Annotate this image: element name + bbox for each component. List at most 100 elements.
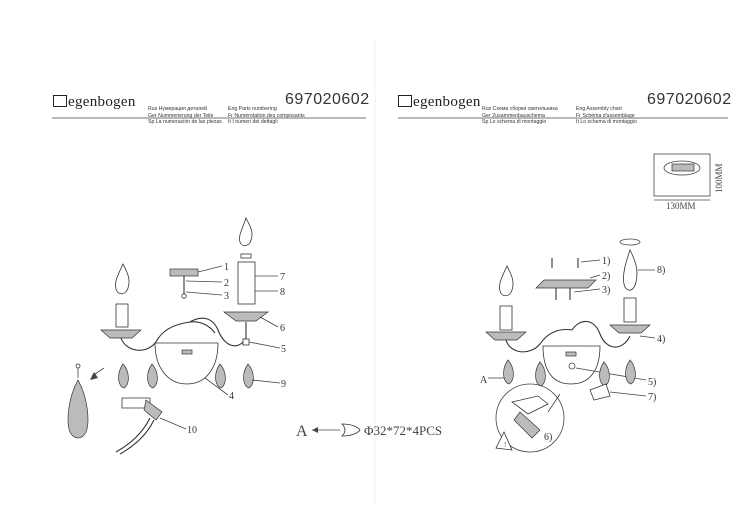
box-contents <box>663 160 701 176</box>
box-width-label: 130MM <box>666 201 696 211</box>
leader-r3 <box>573 288 601 293</box>
title-line: It Lo schema di montaggio <box>576 119 637 125</box>
title-line: Rus Нумерация деталей <box>148 106 208 112</box>
terminal-block <box>143 399 163 421</box>
leader-2 <box>185 280 223 283</box>
ground-warning-icon <box>495 431 513 451</box>
power-cable-2 <box>119 419 155 455</box>
mounting-plate-assembly <box>535 279 597 289</box>
detail-leader <box>547 393 561 413</box>
detail-marker-a: A <box>480 375 488 386</box>
power-cable <box>115 417 151 453</box>
candle-sleeve-right <box>623 297 637 323</box>
callout-r2: 2) <box>602 271 610 282</box>
crystal-drop <box>147 363 158 389</box>
title-line: It I numeri dei dettagli <box>228 119 278 125</box>
crystal-drop <box>243 363 254 389</box>
callout-r5: 5) <box>648 377 656 388</box>
spacer <box>242 338 250 346</box>
callout-r3: 3) <box>602 285 610 296</box>
crystal-drop <box>503 359 514 385</box>
title-line: Eng Assembly chart <box>576 106 622 112</box>
arm-right <box>189 317 247 347</box>
flame-bulb-top <box>239 216 253 246</box>
callout-r7: 7) <box>648 392 656 403</box>
wiring-junction <box>511 395 549 415</box>
flame-bulb-left-assembly <box>499 265 514 297</box>
leader-r4 <box>639 335 656 339</box>
brand-name-right: egenbogen <box>413 94 481 110</box>
title-column-left-b: Eng Parts numbering Fr Numérotation des … <box>228 106 305 126</box>
terminal-block-assembly <box>513 411 541 439</box>
leader-1 <box>197 265 223 273</box>
spec-arrow-icon <box>312 427 318 433</box>
title-line: Fr Schéma d'assemblage <box>576 112 635 119</box>
drip-bowl-left-assembly <box>485 331 527 341</box>
wiring-detail-circle <box>495 383 565 453</box>
flame-bulb-left <box>115 263 130 295</box>
flame-bulb-right <box>623 248 638 291</box>
leader-r1 <box>580 259 601 263</box>
callout-4: 4 <box>229 391 234 402</box>
callout-r1: 1) <box>602 256 610 267</box>
product-code-left: 697020602 <box>285 91 370 108</box>
leader-6 <box>259 316 279 328</box>
leader-5 <box>248 341 281 349</box>
spec-marker: A <box>296 423 308 440</box>
crystal-spec: A Φ32*72*4PCS <box>296 423 442 440</box>
parts-diagram <box>67 216 281 455</box>
callout-r8: 8) <box>657 265 665 276</box>
callout-6: 6 <box>280 323 285 334</box>
wall-canopy-assembly <box>542 345 601 385</box>
assembly-diagram: ! <box>485 238 656 453</box>
callout-1: 1 <box>224 262 229 273</box>
bulb-socket <box>240 253 252 259</box>
mounting-plate <box>169 268 199 277</box>
arm-left <box>120 321 216 351</box>
candle-sleeve-left-assembly <box>499 305 513 331</box>
crystal-drop <box>625 359 636 385</box>
callout-8: 8 <box>280 287 285 298</box>
title-column-left-a: Rus Нумерация деталей Ger Nummerierung d… <box>148 106 222 126</box>
callout-10: 10 <box>187 425 197 436</box>
leader-3 <box>185 291 223 296</box>
title-column-right-b: Eng Assembly chart Fr Schéma d'assemblag… <box>576 106 637 126</box>
crystal-drop-icon <box>341 423 361 437</box>
bulb-ring <box>619 238 641 246</box>
canopy-label <box>181 349 193 355</box>
box-dimension: 130MM 100MM <box>653 153 724 211</box>
drip-bowl-right <box>609 324 651 334</box>
leader-10 <box>159 417 187 430</box>
leader-r7 <box>609 391 647 397</box>
spec-text: Φ32*72*4PCS <box>364 423 442 438</box>
title-line: Rus Схема сборки светильника <box>482 106 558 112</box>
leader-4 <box>204 377 229 396</box>
callout-9: 9 <box>281 379 286 390</box>
arm-left-assembly <box>505 328 573 353</box>
candle-sleeve-left <box>115 303 129 328</box>
brand-logo-left: egenbogen <box>53 94 136 111</box>
crystal-drop <box>215 363 226 389</box>
box-height-label: 100MM <box>714 163 724 193</box>
callout-3: 3 <box>224 291 229 302</box>
canopy-knob <box>568 362 576 370</box>
callout-r6: 6) <box>544 432 552 443</box>
title-line: Eng Parts numbering <box>228 106 277 112</box>
drip-bowl-top <box>222 311 270 322</box>
title-column-right-a: Rus Схема сборки светильника Ger Zusamme… <box>482 106 558 126</box>
box-outline <box>653 153 711 197</box>
product-code-right: 697020602 <box>647 91 732 108</box>
crystal-enlarged <box>67 379 89 439</box>
crystal-ring <box>75 363 81 369</box>
canopy-label-assembly <box>565 351 577 357</box>
box-contents-part <box>671 163 695 172</box>
callout-2: 2 <box>224 278 229 289</box>
brand-name-left: egenbogen <box>68 94 136 110</box>
callout-r4: 4) <box>657 334 665 345</box>
wall-bolt <box>589 383 611 401</box>
arrow-head-icon <box>90 372 98 380</box>
screw-head <box>181 293 187 299</box>
title-line: Sp Lo schema di montaggio <box>482 119 547 125</box>
